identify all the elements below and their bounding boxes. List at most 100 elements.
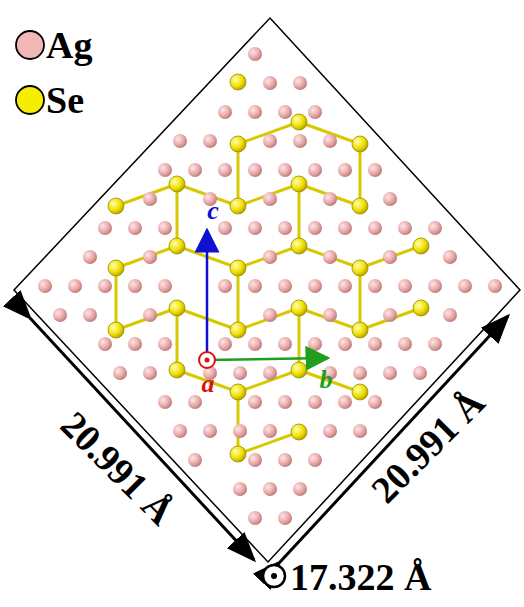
ag-atom [413, 366, 427, 380]
ag-atom [278, 395, 292, 409]
ag-atom [368, 337, 382, 351]
ag-atom [293, 76, 307, 90]
legend-label: Se [46, 81, 84, 119]
se-bond [238, 246, 299, 268]
ag-atom [338, 163, 352, 177]
out-of-plane-symbol [263, 565, 285, 587]
ag-atom [143, 366, 157, 380]
ag-atom [308, 221, 322, 235]
se-atom [291, 424, 307, 440]
ag-atom [248, 395, 262, 409]
ag-atom [323, 250, 337, 264]
se-bond [359, 268, 362, 330]
se-atom [230, 446, 246, 462]
se-bond [299, 246, 360, 268]
ag-atom [278, 453, 292, 467]
se-bond [237, 392, 240, 454]
axis-label: a [202, 371, 215, 397]
se-atom [352, 384, 368, 400]
se-atom [108, 198, 124, 214]
legend-swatch [16, 86, 44, 114]
ag-atom [398, 221, 412, 235]
ag-atom [278, 105, 292, 119]
ag-atom [323, 424, 337, 438]
se-atom [230, 136, 246, 152]
ag-atom [383, 366, 397, 380]
ag-atom [263, 482, 277, 496]
se-atom [352, 322, 368, 338]
ag-atom [383, 308, 397, 322]
ag-atom [248, 511, 262, 525]
se-atom [230, 322, 246, 338]
ag-atom [278, 221, 292, 235]
ag-atom [293, 134, 307, 148]
ag-atom [263, 366, 277, 380]
se-bond [237, 268, 240, 330]
ag-atom [263, 192, 277, 206]
ag-atom [158, 337, 172, 351]
ag-atom [248, 105, 262, 119]
ag-atom [338, 279, 352, 293]
ag-atom [248, 47, 262, 61]
ag-atom [218, 105, 232, 119]
ag-atom [68, 279, 82, 293]
legend-label: Ag [46, 26, 92, 64]
dimension-label: 20.991 Å [55, 405, 182, 532]
ag-atom [248, 221, 262, 235]
ag-atom [218, 221, 232, 235]
se-bond [238, 308, 299, 330]
ag-atom [38, 279, 52, 293]
se-atom [291, 114, 307, 130]
se-atom [352, 136, 368, 152]
se-bond [360, 246, 421, 268]
se-bond [299, 308, 360, 330]
ag-atom [98, 221, 112, 235]
se-bond [237, 144, 240, 206]
se-bond [360, 308, 421, 330]
ag-atom [338, 221, 352, 235]
se-atom [413, 238, 429, 254]
se-bond [238, 184, 299, 206]
ag-atom [443, 250, 457, 264]
ag-atom [248, 163, 262, 177]
ag-atom [368, 279, 382, 293]
ag-atom [83, 308, 97, 322]
se-bond [299, 184, 360, 206]
ag-atom [308, 105, 322, 119]
dimension-arrow [280, 316, 508, 562]
se-bond [298, 308, 301, 370]
se-atom [108, 322, 124, 338]
ag-atom [368, 163, 382, 177]
ag-atom [263, 250, 277, 264]
ag-atom [383, 192, 397, 206]
se-atom [169, 238, 185, 254]
ag-atom [308, 163, 322, 177]
ag-atom [338, 337, 352, 351]
se-bond [298, 184, 301, 246]
ag-atom [158, 279, 172, 293]
se-atom [169, 300, 185, 316]
se-atom [230, 74, 246, 90]
se-atom [291, 176, 307, 192]
ag-atom [323, 192, 337, 206]
ag-atom [158, 221, 172, 235]
ag-atom [158, 163, 172, 177]
ag-atom [128, 279, 142, 293]
ag-atom [218, 279, 232, 293]
ag-atom [143, 192, 157, 206]
a-axis [199, 352, 215, 368]
dimension-arrow [30, 318, 254, 560]
ag-atom [53, 308, 67, 322]
ag-atom [203, 134, 217, 148]
ag-atom [338, 395, 352, 409]
ag-atom [293, 482, 307, 496]
se-bond [116, 184, 177, 206]
se-atom [169, 176, 185, 192]
cell-outline [14, 18, 520, 562]
se-bond [359, 144, 362, 206]
ag-atom [143, 308, 157, 322]
ag-atom [308, 453, 322, 467]
ag-atom [353, 424, 367, 438]
ag-atom [248, 337, 262, 351]
ag-atom [218, 163, 232, 177]
